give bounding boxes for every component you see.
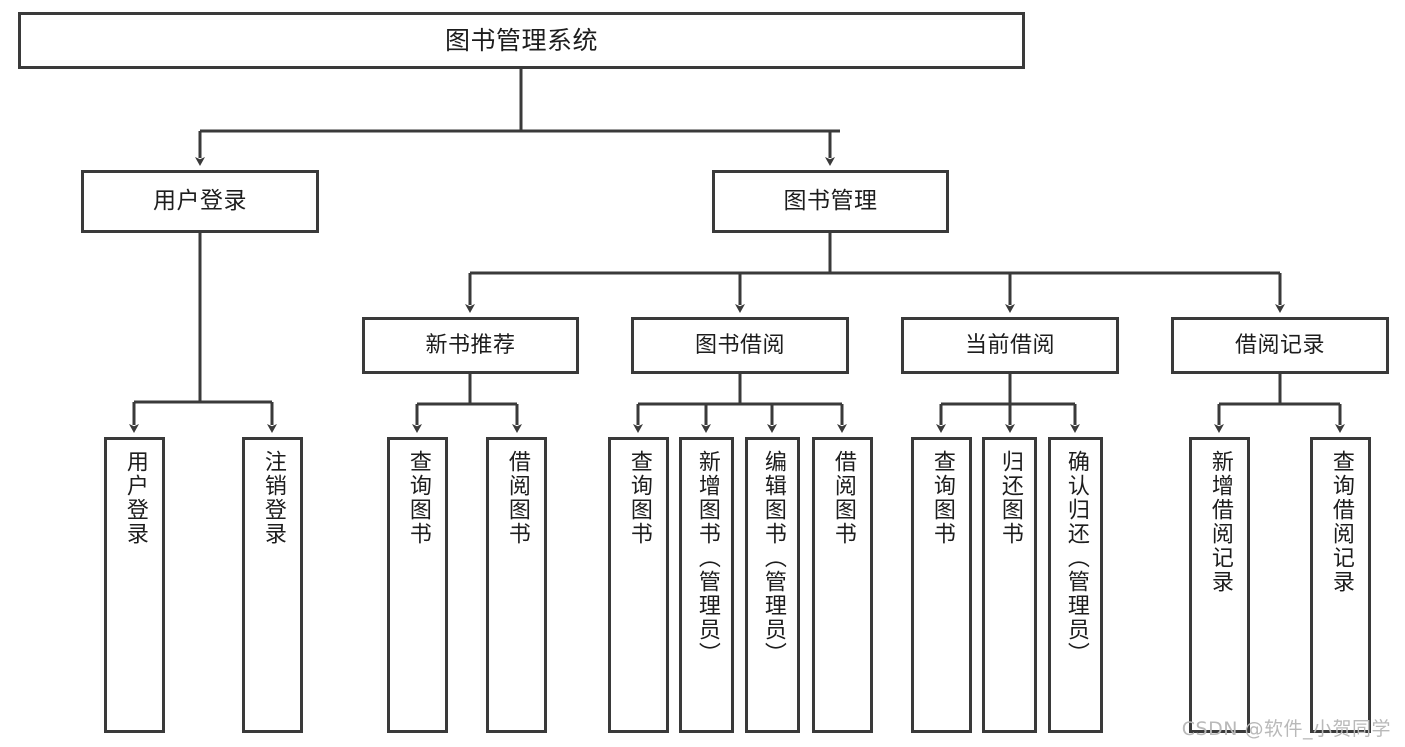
leaf-query-book-recommend[interactable]: 查询图书 — [387, 437, 448, 733]
leaf-add-book-admin[interactable]: 新增图书（管理员） — [679, 437, 734, 733]
node-root[interactable]: 图书管理系统 — [18, 12, 1025, 69]
leaf-add-borrow-record-label: 新增借阅记录 — [1207, 450, 1233, 594]
node-user-login[interactable]: 用户登录 — [81, 170, 319, 233]
leaf-confirm-return-admin-label: 确认归还（管理员） — [1063, 450, 1089, 666]
leaf-query-book-current-label: 查询图书 — [929, 450, 955, 546]
leaf-query-book-current[interactable]: 查询图书 — [911, 437, 972, 733]
leaf-query-book-borrow-label: 查询图书 — [626, 450, 652, 546]
leaf-borrow-book-recommend-label: 借阅图书 — [504, 450, 530, 546]
leaf-return-book-label: 归还图书 — [997, 450, 1023, 546]
leaf-query-book-recommend-label: 查询图书 — [405, 450, 431, 546]
leaf-user-login-label: 用户登录 — [122, 450, 148, 546]
leaf-return-book[interactable]: 归还图书 — [982, 437, 1037, 733]
leaf-query-book-borrow[interactable]: 查询图书 — [608, 437, 669, 733]
node-current-borrow-label: 当前借阅 — [964, 332, 1055, 358]
leaf-user-login[interactable]: 用户登录 — [104, 437, 165, 733]
leaf-borrow-book[interactable]: 借阅图书 — [812, 437, 873, 733]
leaf-confirm-return-admin[interactable]: 确认归还（管理员） — [1048, 437, 1103, 733]
node-book-management[interactable]: 图书管理 — [712, 170, 949, 233]
leaf-logout-label: 注销登录 — [260, 450, 286, 546]
node-book-management-label: 图书管理 — [783, 187, 878, 214]
leaf-borrow-book-label: 借阅图书 — [830, 450, 856, 546]
leaf-add-borrow-record[interactable]: 新增借阅记录 — [1189, 437, 1250, 733]
leaf-logout[interactable]: 注销登录 — [242, 437, 303, 733]
node-root-label: 图书管理系统 — [444, 25, 598, 55]
node-user-login-label: 用户登录 — [153, 187, 247, 214]
node-borrow-record-label: 借阅记录 — [1234, 332, 1325, 358]
leaf-edit-book-admin[interactable]: 编辑图书（管理员） — [745, 437, 800, 733]
leaf-edit-book-admin-label: 编辑图书（管理员） — [760, 450, 786, 666]
node-book-borrow[interactable]: 图书借阅 — [631, 317, 849, 374]
watermark: CSDN @软件_小贺同学 — [1181, 718, 1391, 740]
leaf-borrow-book-recommend[interactable]: 借阅图书 — [486, 437, 547, 733]
node-current-borrow[interactable]: 当前借阅 — [901, 317, 1119, 374]
leaf-query-borrow-record[interactable]: 查询借阅记录 — [1310, 437, 1371, 733]
leaf-add-book-admin-label: 新增图书（管理员） — [694, 450, 720, 666]
node-new-book-recommend[interactable]: 新书推荐 — [362, 317, 579, 374]
node-new-book-recommend-label: 新书推荐 — [425, 332, 516, 358]
node-borrow-record[interactable]: 借阅记录 — [1171, 317, 1389, 374]
node-book-borrow-label: 图书借阅 — [694, 332, 785, 358]
leaf-query-borrow-record-label: 查询借阅记录 — [1328, 450, 1354, 594]
